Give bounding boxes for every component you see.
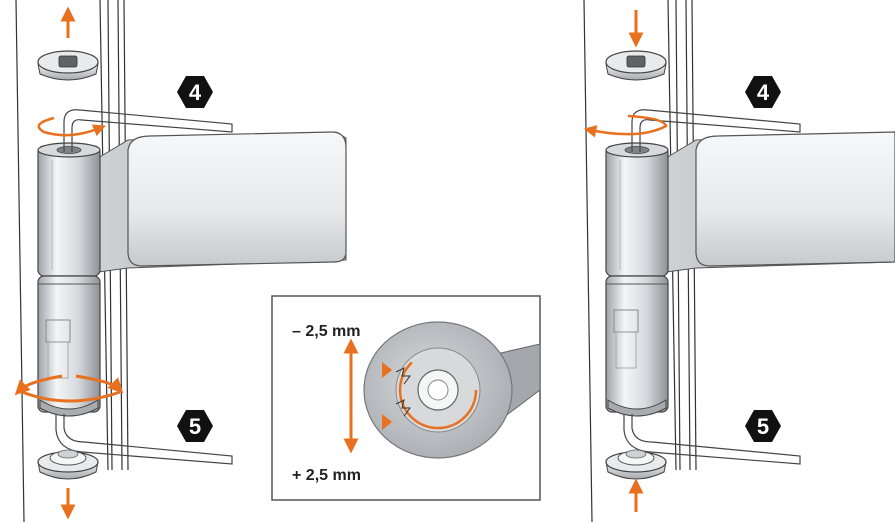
- right-lower-hex-key: [623, 414, 801, 465]
- right-hinge-leaf: [665, 131, 895, 273]
- inset-up-marker-icon: [382, 362, 392, 378]
- left-step-badge-4: 4: [177, 76, 213, 108]
- right-step-badge-5-label: 5: [757, 414, 769, 439]
- left-step-badge-5-label: 5: [189, 414, 201, 439]
- inset-top-label: – 2,5 mm: [292, 323, 360, 340]
- left-top-cap: [37, 50, 99, 81]
- left-lower-cylinder: [37, 275, 101, 417]
- right-top-cap: [605, 50, 667, 81]
- left-upper-rotation-arrow-icon: [37, 116, 106, 137]
- adjustment-inset: – 2,5 mm + 2,5 mm: [271, 295, 541, 501]
- inset-bottom-label: + 2,5 mm: [292, 467, 361, 484]
- inset-down-marker-icon: [382, 414, 392, 430]
- inset-eccentric-disc: [363, 321, 541, 459]
- left-lower-rotation-arrow-icon: [14, 374, 124, 403]
- left-step-badge-5: 5: [177, 410, 213, 442]
- right-upper-rotation-arrow-icon: [583, 114, 668, 138]
- left-upper-cylinder: [37, 142, 101, 277]
- left-lower-hex-key: [55, 414, 233, 465]
- left-step-badge-4-label: 4: [189, 80, 202, 105]
- right-lower-cylinder: [605, 275, 669, 417]
- left-bottom-cap: [37, 449, 99, 480]
- left-hinge-illustration: 4 5: [14, 0, 347, 522]
- right-upper-cylinder: [605, 142, 669, 277]
- left-hinge-leaf: [97, 131, 347, 273]
- right-step-badge-5: 5: [745, 410, 781, 442]
- right-hinge-illustration: 4 5: [583, 0, 895, 522]
- left-upper-hex-key: [63, 109, 233, 152]
- right-step-badge-4: 4: [745, 76, 781, 108]
- right-bottom-cap: [605, 449, 667, 480]
- right-step-badge-4-label: 4: [757, 80, 770, 105]
